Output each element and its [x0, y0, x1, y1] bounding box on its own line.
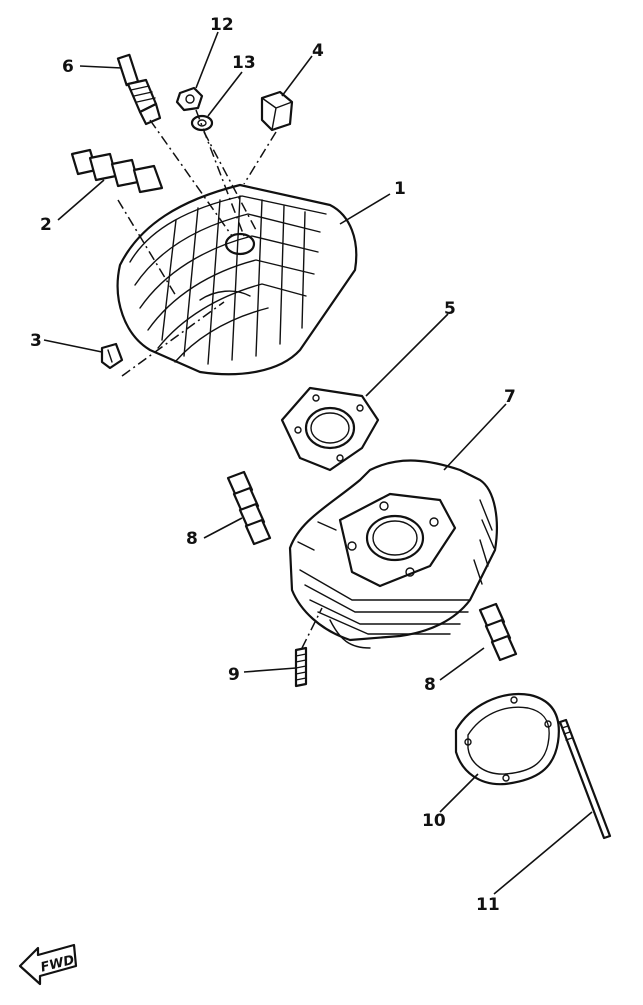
callout-11: 11: [476, 895, 500, 915]
nut-row-2: [70, 148, 164, 194]
callout-12: 12: [210, 15, 234, 35]
nut-3: [100, 342, 124, 370]
nut-stack-8-left: [226, 470, 272, 546]
head-gasket-5: [280, 386, 380, 472]
callout-9: 9: [228, 665, 240, 685]
callout-labels: 1 2 3 4 5 6 7 8 8 9 10 11 12 13: [30, 15, 516, 915]
callout-7: 7: [504, 387, 516, 407]
callout-2: 2: [40, 215, 52, 235]
cylinder-head: [116, 183, 358, 376]
cylinder-7: [288, 459, 498, 649]
callout-4: 4: [312, 41, 324, 61]
callout-6: 6: [62, 57, 74, 77]
leader-lines: [43, 31, 593, 895]
washer-13: [190, 114, 214, 132]
callout-10: 10: [422, 811, 446, 831]
spark-plug: [116, 53, 162, 126]
callout-8-right: 8: [424, 675, 436, 695]
callout-13: 13: [232, 53, 256, 73]
forward-arrow-icon: FWD: [18, 943, 78, 986]
alignment-lines: [117, 109, 277, 377]
nut-stack-8-right: [478, 602, 518, 662]
cap-nut-4: [260, 90, 294, 132]
stud-bolt-9: [294, 607, 323, 688]
callout-5: 5: [444, 299, 456, 319]
base-gasket-10: [454, 693, 560, 786]
callout-1: 1: [394, 179, 406, 199]
callout-3: 3: [30, 331, 42, 351]
callout-8-left: 8: [186, 529, 198, 549]
long-stud-11: [558, 718, 612, 840]
nut-12: [175, 86, 204, 112]
